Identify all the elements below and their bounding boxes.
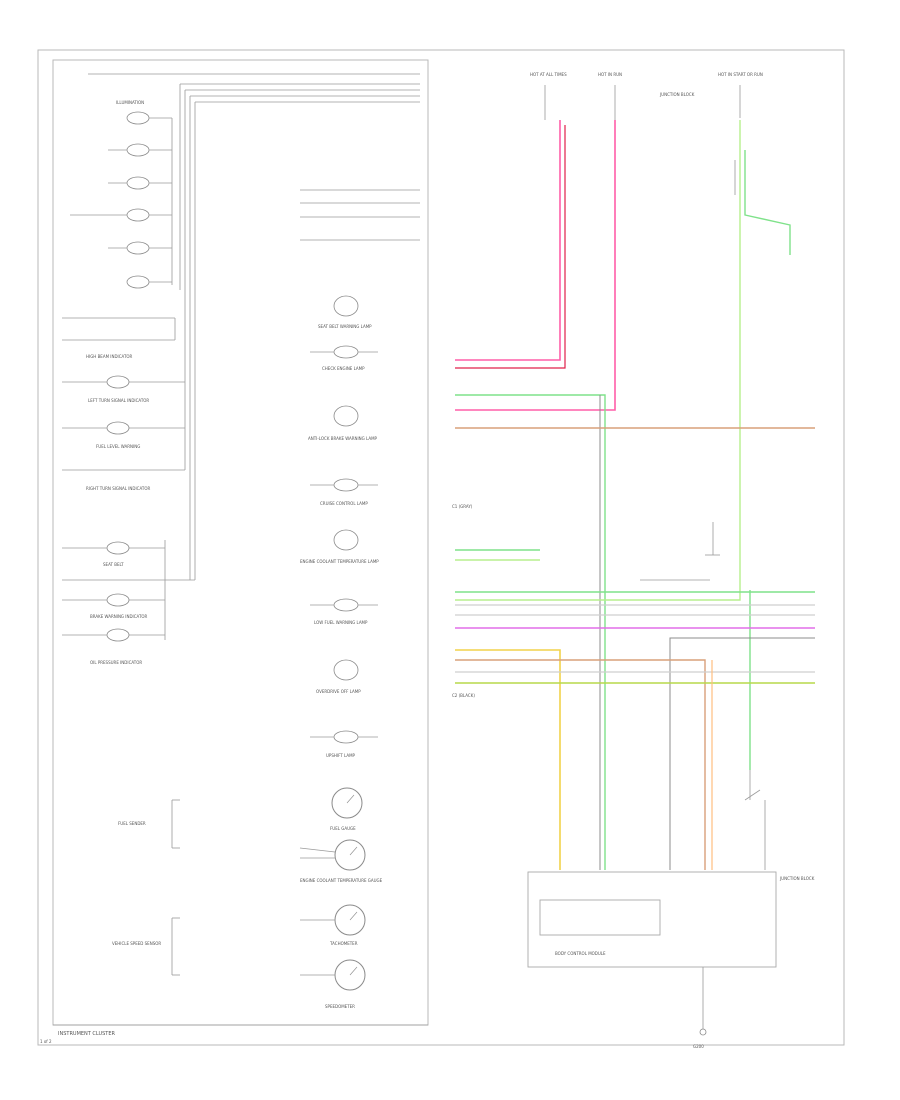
- left-label-left-turn: LEFT TURN SIGNAL INDICATOR: [88, 398, 149, 403]
- seat-belt-indicator: [62, 540, 166, 640]
- center-label-check-engine: CHECK ENGINE LAMP: [322, 366, 365, 371]
- high-beam-indicator: [62, 317, 176, 341]
- gauge-label-fuel: FUEL GAUGE: [330, 826, 356, 831]
- module-label-bcm: BODY CONTROL MODULE: [555, 951, 606, 956]
- center-label-low-fuel: LOW FUEL WARNING LAMP: [314, 620, 368, 625]
- ground-label: G200: [693, 1044, 704, 1049]
- brake-switch-block: [640, 522, 720, 581]
- gauge-input-speed-sensor: VEHICLE SPEED SENSOR: [112, 941, 161, 946]
- right-label-hot-all-times: HOT AT ALL TIMES: [530, 72, 567, 77]
- gauge-input-fuel-sender: FUEL SENDER: [118, 821, 146, 826]
- figure-id: 1 of 2: [40, 1039, 52, 1044]
- connector-label-c2: C2 (BLACK): [452, 693, 475, 698]
- center-label-coolant-lamp: ENGINE COOLANT TEMPERATURE LAMP: [300, 559, 379, 564]
- wire-green-long: [455, 120, 741, 601]
- left-label-illumination: ILLUMINATION: [116, 100, 144, 105]
- brake-warning-indicator: [62, 579, 195, 607]
- fuel-level-warning: [62, 421, 185, 435]
- right-label-hot-start-run: HOT IN START OR RUN: [718, 72, 763, 77]
- fuel-gauge: [331, 787, 363, 819]
- wire-pink: [455, 120, 561, 361]
- center-label-cruise: CRUISE CONTROL LAMP: [320, 501, 368, 506]
- illumination-bulbs: [70, 111, 173, 289]
- tachometer: [300, 904, 366, 936]
- module-label-junction: JUNCTION BLOCK: [779, 876, 815, 881]
- right-label-hot-in-run: HOT IN RUN: [598, 72, 622, 77]
- vehicle-speed-sensor-block: [171, 917, 180, 976]
- right-label-junction-block: JUNCTION BLOCK: [659, 92, 695, 97]
- left-label-brake-warning: BRAKE WARNING INDICATOR: [90, 614, 148, 619]
- panel-title: INSTRUMENT CLUSTER: [58, 1031, 116, 1037]
- speedometer: [300, 959, 366, 991]
- wire-pink-2: [455, 120, 616, 411]
- wire-brown-lower: [455, 659, 706, 870]
- oil-pressure-indicator: [62, 628, 165, 642]
- wire-green-branch: [744, 150, 791, 255]
- gauge-label-tachometer: TACHOMETER: [329, 941, 358, 946]
- gauge-label-coolant: ENGINE COOLANT TEMPERATURE GAUGE: [300, 878, 383, 883]
- left-label-right-turn: RIGHT TURN SIGNAL INDICATOR: [86, 486, 150, 491]
- cluster-input-lines: [300, 189, 420, 241]
- fuse-symbols: [544, 85, 741, 195]
- bcm-inner-box: [539, 899, 661, 936]
- center-label-overdrive: OVERDRIVE OFF LAMP: [316, 689, 361, 694]
- left-turn-signal-indicator: [62, 375, 185, 389]
- center-label-abs: ANTI-LOCK BRAKE WARNING LAMP: [308, 436, 378, 441]
- left-label-oil-pressure: OIL PRESSURE INDICATOR: [90, 660, 142, 665]
- connector-label-c1: C1 (GRAY): [452, 504, 473, 509]
- gauge-label-speedometer: SPEEDOMETER: [325, 1004, 355, 1009]
- left-label-seat-belt: SEAT BELT: [103, 562, 124, 567]
- ground-symbol: [699, 967, 707, 1036]
- wire-gray-row: [669, 637, 815, 870]
- coolant-temperature-gauge: [299, 839, 366, 871]
- relay-right: [744, 770, 766, 870]
- outer-frame: [37, 49, 845, 1046]
- center-label-seat-belt-lamp: SEAT BELT WARNING LAMP: [318, 324, 372, 329]
- left-label-high-beam: HIGH BEAM INDICATOR: [86, 354, 133, 359]
- left-label-fuel-level: FUEL LEVEL WARNING: [96, 444, 140, 449]
- wire-yellow: [455, 649, 561, 870]
- center-lamps: [310, 295, 378, 744]
- wire-red: [455, 125, 566, 369]
- center-label-upshift: UPSHIFT LAMP: [326, 753, 356, 758]
- fuel-sender-block: [171, 799, 180, 849]
- wire-green-top: [455, 394, 606, 870]
